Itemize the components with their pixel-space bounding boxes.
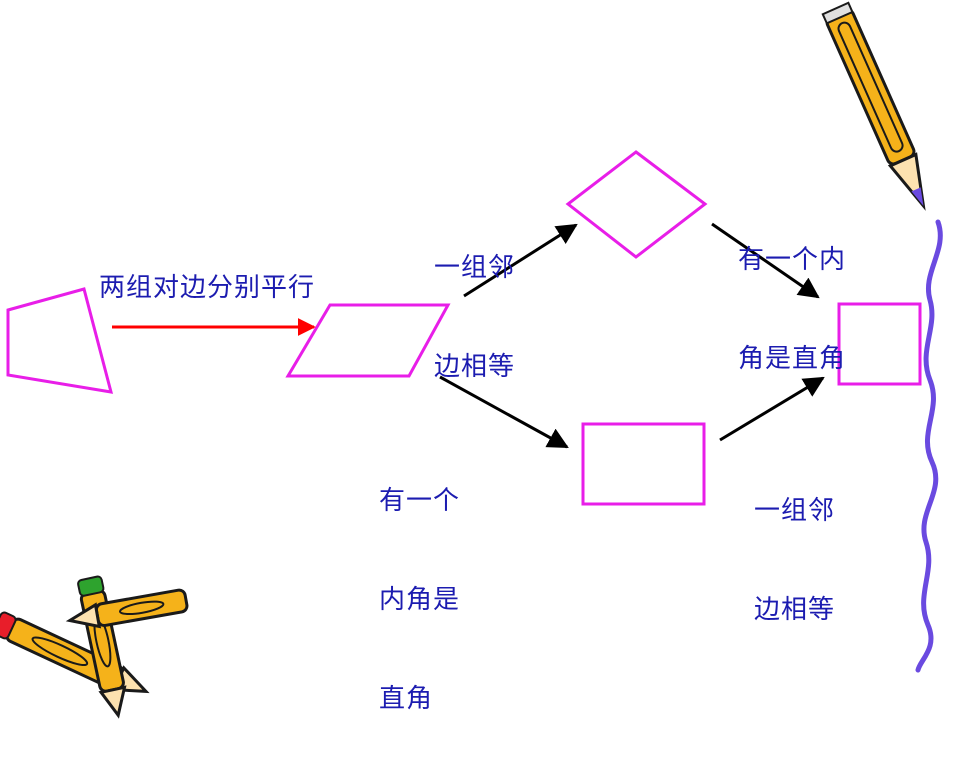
- label-line: 内角是: [379, 585, 461, 615]
- label-top-condition: 一组邻 边相等: [434, 186, 515, 450]
- wavy-line: [915, 219, 943, 673]
- label-line: 有一个内: [738, 245, 847, 275]
- rectangle-shape: [581, 422, 706, 506]
- label-bottom-right-condition: 一组邻 边相等: [754, 429, 835, 693]
- label-line: 直角: [379, 684, 434, 714]
- label-line: 边相等: [434, 352, 516, 382]
- diagram-canvas: [0, 1, 943, 719]
- label-parallel-sides: 两组对边分别平行: [99, 273, 316, 303]
- pencils-group-icon: [0, 575, 189, 719]
- label-line: 角是直角: [738, 344, 847, 374]
- arrow-parallelogram-to-rectangle: [439, 375, 569, 449]
- pencil-icon: [821, 1, 926, 211]
- label-bottom-condition: 有一个 内角是 直角: [379, 419, 460, 782]
- arrow-rectangle-to-square: [719, 376, 825, 442]
- arrow-rhombus-to-square: [711, 222, 820, 299]
- label-line: 一组邻: [754, 496, 836, 526]
- label-line: 一组邻: [434, 253, 516, 283]
- quadrilateral-shape: [6, 287, 114, 394]
- square-shape: [837, 302, 922, 386]
- arrow-parallelogram-to-rhombus: [463, 223, 578, 298]
- label-top-right-condition: 有一个内 角是直角: [738, 178, 846, 442]
- parallelogram-shape: [285, 303, 451, 378]
- label-line: 有一个: [379, 486, 461, 516]
- slide: 两组对边分别平行 一组邻 边相等 有一个 内角是 直角 有一个内 角是直角 一组…: [0, 1, 943, 719]
- label-line: 边相等: [754, 595, 836, 625]
- rhombus-shape: [565, 150, 708, 259]
